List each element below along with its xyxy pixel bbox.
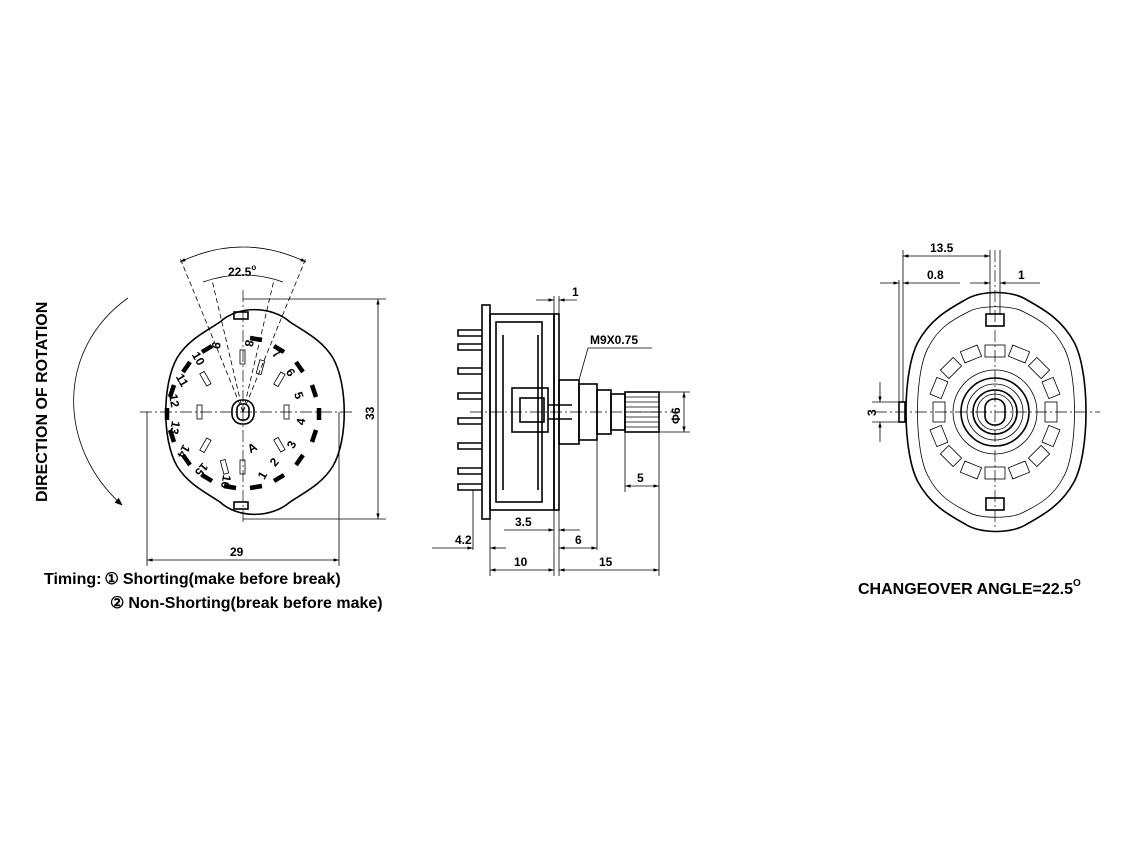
svg-text:13: 13 <box>167 420 183 436</box>
svg-text:3.5: 3.5 <box>515 515 532 529</box>
svg-text:6: 6 <box>575 533 582 547</box>
svg-text:10: 10 <box>514 555 528 569</box>
svg-text:0.8: 0.8 <box>927 268 944 282</box>
svg-text:12: 12 <box>166 393 182 409</box>
svg-text:1: 1 <box>572 285 579 299</box>
svg-text:14: 14 <box>174 442 193 461</box>
rotation-arrow <box>73 297 129 506</box>
svg-text:4: 4 <box>293 417 308 426</box>
svg-text:1: 1 <box>1018 268 1025 282</box>
svg-text:2: 2 <box>267 455 282 469</box>
contact-ring <box>929 344 1061 480</box>
dim-height: 33 <box>363 406 377 420</box>
dim-width: 29 <box>230 545 244 559</box>
changeover-label: CHANGEOVER ANGLE=22.5O <box>858 578 1081 598</box>
side-view: M9X0.75 1 Φ6 5 3.5 4.2 6 <box>432 285 690 576</box>
svg-text:5: 5 <box>291 390 307 401</box>
contact-marks <box>164 335 322 491</box>
svg-text:8: 8 <box>242 339 257 348</box>
shaft-dia: Φ6 <box>669 407 683 424</box>
front-outline <box>165 308 345 516</box>
svg-text:13.5: 13.5 <box>930 241 954 255</box>
thread-label: M9X0.75 <box>590 333 638 347</box>
svg-text:9: 9 <box>209 341 224 350</box>
svg-text:1: 1 <box>255 469 271 482</box>
svg-text:16: 16 <box>218 474 234 490</box>
svg-text:3: 3 <box>284 438 300 450</box>
rear-view: 13.5 0.8 1 3 CHANGEOVER ANGLE=22.5O <box>858 241 1100 598</box>
direction-label: DIRECTION OF ROTATION <box>34 302 51 502</box>
svg-text:15: 15 <box>599 555 613 569</box>
svg-text:4.2: 4.2 <box>455 533 472 547</box>
svg-text:5: 5 <box>637 471 644 485</box>
svg-text:7: 7 <box>270 346 284 361</box>
svg-text:6: 6 <box>283 366 298 380</box>
angle-label: 22.5o <box>228 263 256 279</box>
svg-text:3: 3 <box>865 409 879 416</box>
front-view: DIRECTION OF ROTATION 22.5o <box>34 246 386 566</box>
svg-text:10: 10 <box>189 349 208 368</box>
svg-text:A: A <box>245 439 260 456</box>
